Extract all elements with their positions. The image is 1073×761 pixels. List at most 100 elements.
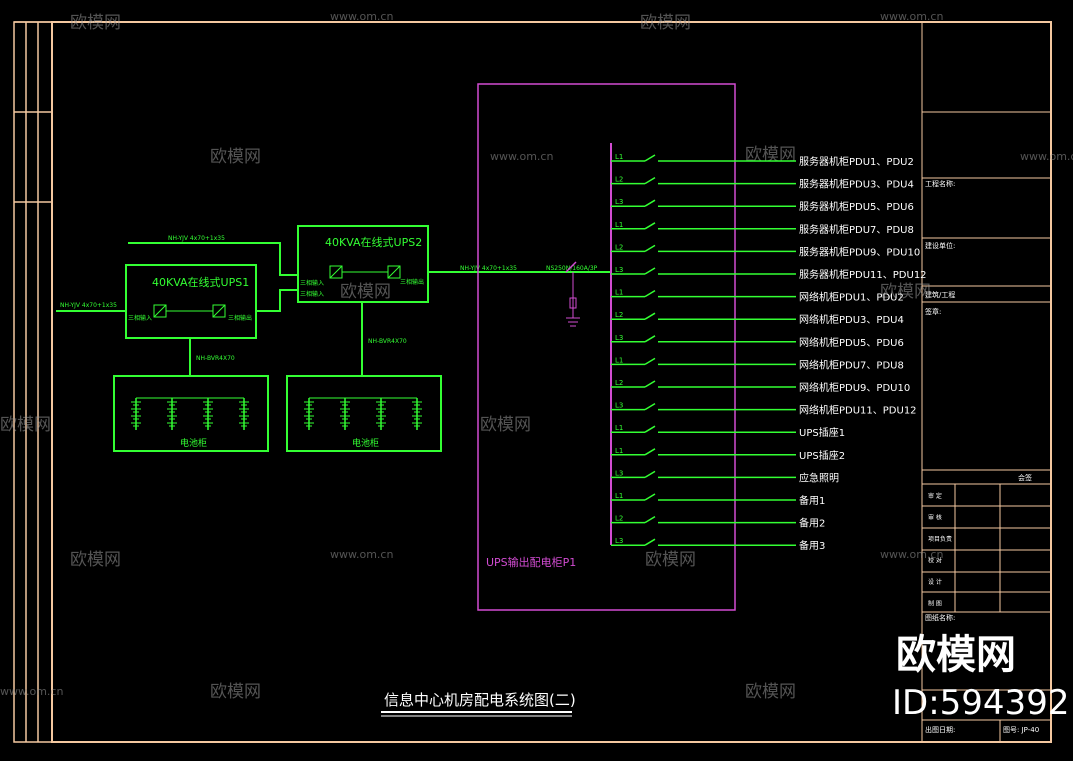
page-title: 信息中心机房配电系统图(二) (384, 691, 576, 709)
tb-unit: 建设单位: (925, 241, 955, 250)
tb-role-label: 审 定 (928, 492, 942, 500)
circuit-phase: L2 (615, 515, 623, 523)
watermark-brand: 欧模网 (210, 147, 261, 167)
circuit-destination: 应急照明 (799, 471, 839, 484)
circuit-breaker (644, 470, 656, 479)
circuit-breaker (644, 176, 656, 185)
watermark-brand: 欧模网 (480, 415, 531, 435)
circuit-destination: 网络机柜PDU7、PDU8 (799, 358, 904, 371)
ups1-out-label: 三相输出 (228, 314, 252, 322)
ups1-unit: 40KVA在线式UPS1 三相输入 三相输出 NH-YJV 4x70+1x35 … (56, 264, 298, 376)
circuit-phase: L3 (615, 469, 623, 477)
circuit-destination: 网络机柜PDU9、PDU10 (799, 381, 910, 394)
circuit-destination: 服务器机柜PDU7、PDU8 (799, 223, 914, 236)
ups2-label: 40KVA在线式UPS2 (325, 235, 422, 249)
ups1-label: 40KVA在线式UPS1 (152, 275, 249, 289)
ups2-in1: 三相输入 (300, 279, 324, 287)
ups1-in-label: 三相输入 (128, 314, 152, 322)
circuit-phase: L1 (615, 153, 623, 161)
circuit-phase: L2 (615, 311, 623, 319)
ups2-unit: 40KVA在线式UPS2 三相输入 三相输入 三相输出 NH-YJV 4x70+… (128, 225, 429, 376)
watermark-layer: 欧模网 www.om.cn 欧模网 www.om.cn 欧模网 www.om.cn 欧模网 w… (0, 10, 1073, 702)
watermark-url: www.om.cn (490, 150, 553, 163)
circuit-destination: 服务器机柜PDU11、PDU12 (799, 268, 927, 281)
ups2-cable-batt: NH-BVR4X70 (368, 338, 407, 345)
circuit-destination: 网络机柜PDU5、PDU6 (799, 336, 904, 349)
circuit-destination: 网络机柜PDU11、PDU12 (799, 404, 917, 417)
circuit-row: L3 备用3 (611, 537, 825, 552)
tb-drawing-no: 图号: JP-40 (1003, 726, 1039, 734)
watermark-logo: 欧模网 ID:594392 (892, 632, 1069, 723)
panel-label: UPS输出配电柜P1 (486, 555, 576, 569)
watermark-url: www.om.cn (1020, 150, 1073, 163)
battery-cabinet-2: 电池柜 (286, 375, 442, 452)
battery-cabinet-1: 电池柜 (113, 375, 269, 452)
watermark-url: www.om.cn (880, 10, 943, 23)
circuit-row: L3 网络机柜PDU11、PDU12 (611, 402, 917, 417)
watermark-url: www.om.cn (0, 685, 63, 698)
circuit-row: L2 网络机柜PDU9、PDU10 (611, 379, 910, 394)
circuit-phase: L1 (615, 447, 623, 455)
circuit-row: L1 服务器机柜PDU7、PDU8 (611, 221, 914, 236)
watermark-brand: 欧模网 (645, 550, 696, 570)
tb-role-label: 设 计 (928, 578, 942, 586)
circuit-row: L3 应急照明 (611, 469, 839, 484)
circuit-destination: 备用3 (799, 539, 825, 552)
watermark-brand: 欧模网 (0, 415, 51, 435)
main-feed: NH-YJV 4x70+1x35 NS250N/160A/3P (428, 261, 612, 327)
watermark-brand: 欧模网 (70, 13, 121, 33)
watermark-brand-large: 欧模网 (896, 632, 1016, 678)
circuit-phase: L2 (615, 176, 623, 184)
circuit-phase: L1 (615, 289, 623, 297)
circuit-phase: L3 (615, 266, 623, 274)
battery-label-1: 电池柜 (180, 437, 207, 449)
circuit-row: L2 服务器机柜PDU3、PDU4 (611, 176, 914, 191)
battery-label-2: 电池柜 (352, 437, 379, 449)
circuit-phase: L2 (615, 243, 623, 251)
ups1-cable-in: NH-YJV 4x70+1x35 (60, 302, 117, 309)
circuit-destination: 备用1 (799, 494, 825, 507)
circuit-breaker (644, 335, 656, 343)
tb-role-label: 项目负责 (928, 535, 952, 543)
watermark-url: www.om.cn (330, 10, 393, 23)
circuit-breaker (644, 493, 656, 501)
circuit-phase: L1 (615, 221, 623, 229)
circuit-breaker (644, 267, 656, 275)
watermark-brand: 欧模网 (70, 550, 121, 570)
circuit-destination: 服务器机柜PDU9、PDU10 (799, 245, 920, 258)
circuit-breaker (644, 199, 656, 207)
circuit-breaker (644, 289, 656, 298)
circuit-destination: 服务器机柜PDU5、PDU6 (799, 200, 914, 213)
circuit-phase: L2 (615, 379, 623, 387)
tb-seal: 会签 (1018, 473, 1032, 482)
circuit-breaker (644, 538, 656, 546)
circuit-phase: L3 (615, 402, 623, 410)
circuit-row: L3 服务器机柜PDU11、PDU12 (611, 266, 927, 281)
main-cable: NH-YJV 4x70+1x35 (460, 265, 517, 272)
drawing-title: 信息中心机房配电系统图(二) (381, 691, 576, 717)
circuit-phase: L3 (615, 537, 623, 545)
watermark-url: www.om.cn (330, 548, 393, 561)
circuit-destination: 服务器机柜PDU3、PDU4 (799, 178, 914, 191)
circuit-breaker (644, 515, 656, 524)
drawing-frame (13, 21, 1052, 743)
tb-role-label: 校 对 (928, 557, 942, 565)
circuit-breaker (644, 402, 656, 411)
tb-role-label: 审 核 (928, 514, 942, 522)
tb-stage: 建筑/工程 (925, 290, 955, 299)
circuit-phase: L1 (615, 424, 623, 432)
tb-project: 工程名称: (925, 179, 955, 188)
circuit-breaker (644, 244, 656, 253)
watermark-brand: 欧模网 (210, 682, 261, 702)
watermark-id: ID:594392 (892, 683, 1069, 723)
circuit-breaker (644, 357, 656, 366)
